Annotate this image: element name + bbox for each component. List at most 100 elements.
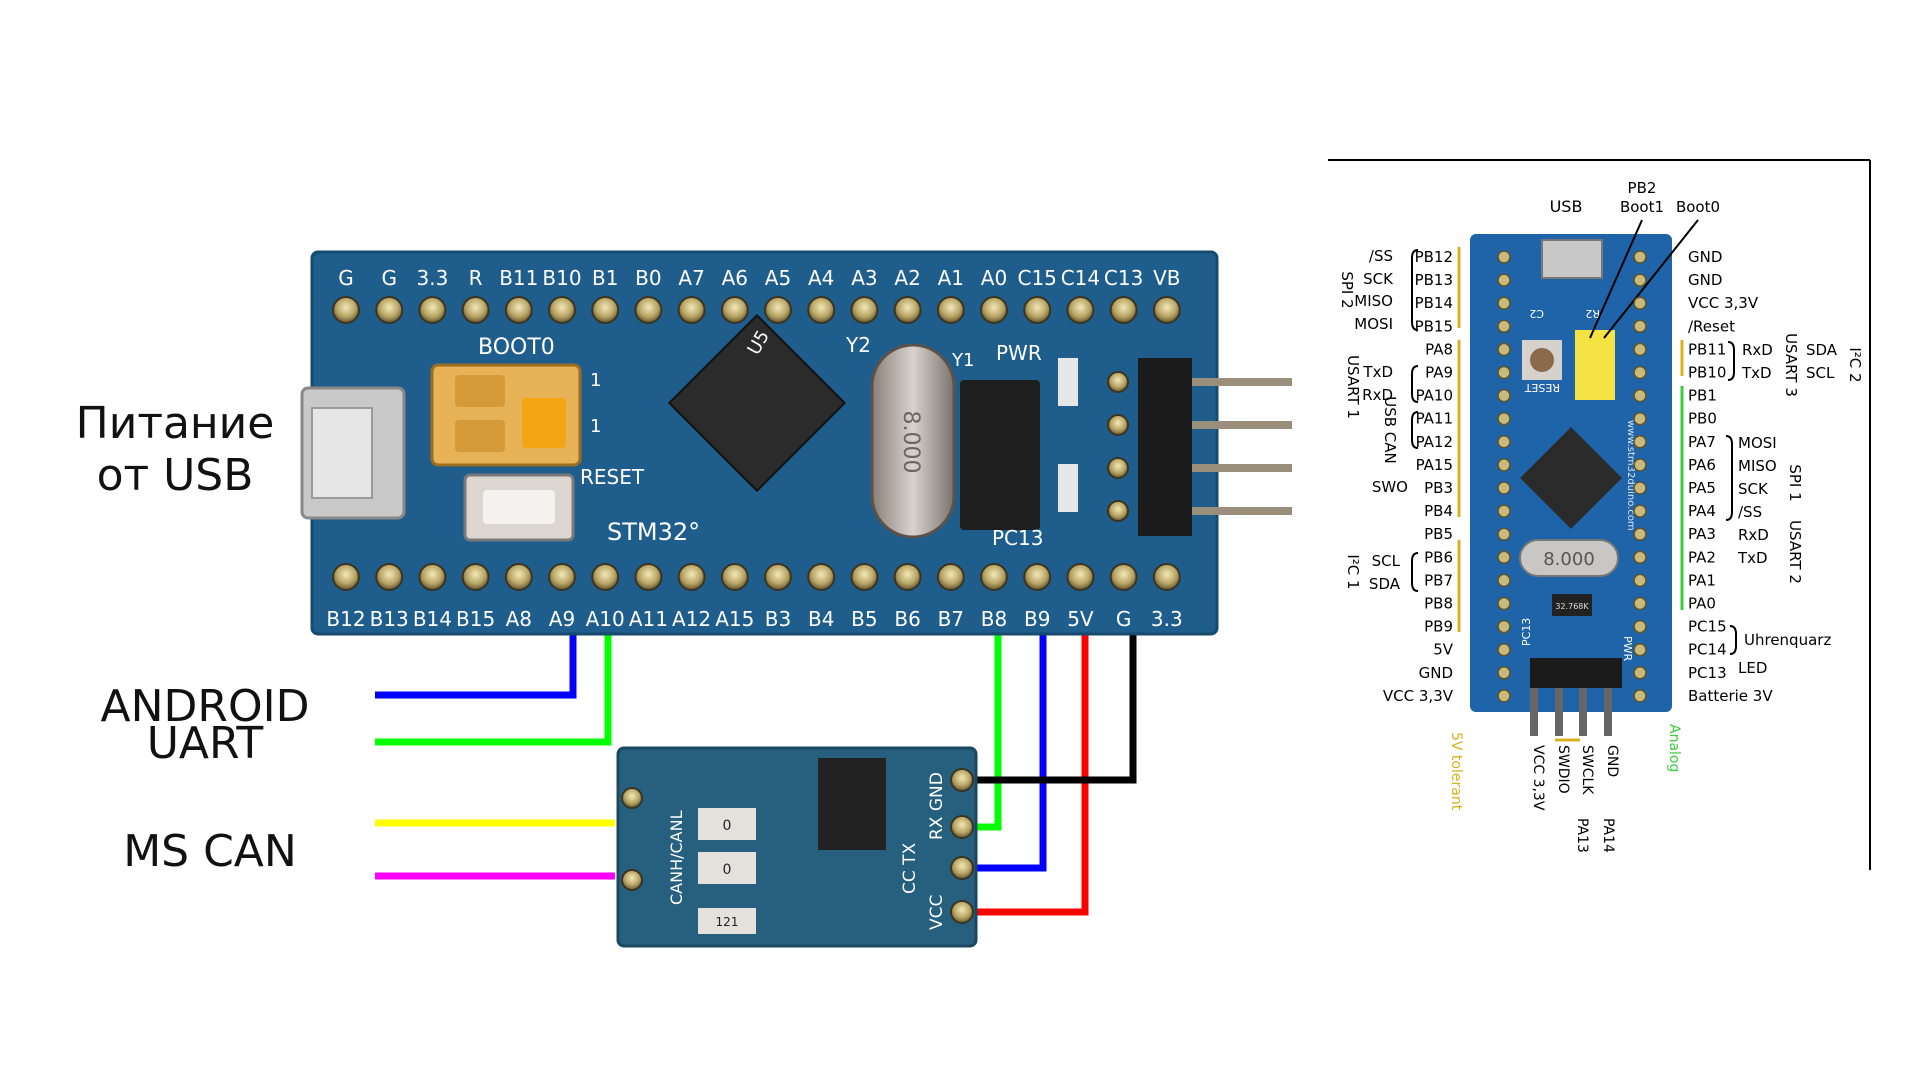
bottom-pin-hole: [1066, 563, 1095, 591]
bottom-pin-label: B9: [1024, 607, 1050, 631]
top-pin-label: VB: [1153, 266, 1180, 290]
pinout-right-pin-label: PA2: [1688, 548, 1716, 566]
jumper-mark-1a: 1: [590, 370, 601, 391]
boot-jumper-cap-a: [455, 375, 505, 407]
pinout-crystal-text: 8.000: [1543, 549, 1595, 570]
pinout-right-hole: [1633, 458, 1647, 472]
bottom-pin-label: B6: [894, 607, 920, 631]
lf-swo: SWO: [1372, 478, 1408, 496]
pinout-left-pin-label: PA10: [1416, 387, 1453, 405]
pinout-right-pin-label: PB11: [1688, 340, 1726, 358]
top-pin-label: B1: [592, 266, 618, 290]
rf-sda2: SDA: [1806, 341, 1838, 359]
reset-label: RESET: [580, 465, 645, 489]
pinout-left-hole: [1497, 388, 1511, 403]
tolerant-label: 5V tolerant: [1448, 732, 1464, 811]
pinout-left-pin-label: GND: [1419, 664, 1453, 682]
boot0-label: BOOT0: [478, 335, 555, 360]
top-pin-label: A6: [722, 266, 748, 290]
wire-b9-blue: [968, 632, 1047, 872]
rf-scl2: SCL: [1806, 364, 1835, 382]
pinout-left-pin-label: PA9: [1425, 364, 1453, 382]
pinout-right-hole: [1633, 596, 1647, 611]
pinout-right-pin-label: PC13: [1688, 664, 1727, 682]
right-function-labels: RxD TxD SDA SCL MOSI MISO SCK /SS RxD Tx…: [1737, 341, 1838, 677]
can-pin-hole: [950, 900, 974, 924]
pinout-left-pin-label: PB3: [1424, 479, 1453, 497]
can-silk-right-2: CC TX: [900, 842, 920, 894]
pinout-left-pin-label: 5V: [1433, 641, 1454, 659]
pinout-right-pin-label: PB0: [1688, 410, 1717, 428]
bottom-pin-hole: [1152, 563, 1181, 591]
boot1-pointer: [1589, 219, 1643, 339]
pinout-left-pin-label: PB6: [1424, 548, 1453, 566]
pinout-r2-text: R2: [1585, 307, 1600, 320]
pinout-usb-label: USB: [1550, 197, 1583, 216]
swd-pin-hole: [1107, 457, 1129, 479]
pinout-right-hole: [1633, 689, 1647, 703]
bottom-pin-label: A9: [549, 607, 575, 631]
pinout-left-pin-label: PB7: [1424, 571, 1453, 589]
lg-usart1: USART 1: [1344, 355, 1362, 419]
pinout-right-pin-label: PC15: [1688, 618, 1727, 636]
pinout-right-hole: [1633, 435, 1647, 449]
bracket-usbcan: [1411, 411, 1419, 449]
pinout-right-hole: [1633, 388, 1647, 403]
pinout-right-hole: [1633, 619, 1647, 634]
bottom-pin-hole: [1109, 563, 1138, 591]
pinout-right-hole: [1633, 342, 1647, 357]
power-label-line2: от USB: [96, 450, 254, 502]
rf-rxd3: RxD: [1742, 341, 1773, 359]
pinout-left-hole: [1497, 319, 1511, 334]
can-resistor-a-label: 0: [723, 818, 732, 834]
pc13-led: [1058, 464, 1078, 512]
bottom-pin-label: B15: [456, 607, 495, 631]
swd-header: [1138, 358, 1192, 536]
can-resistor-b: [698, 852, 756, 884]
top-pin-label: G: [381, 266, 397, 290]
bracket-spi2: [1411, 249, 1419, 331]
rf-miso1: MISO: [1738, 457, 1777, 475]
bottom-pin-hole: [634, 563, 663, 591]
top-pin-hole: [591, 296, 620, 324]
bottom-pin-hole: [1023, 563, 1052, 591]
can-resistor-b-label: 0: [723, 862, 732, 878]
rf-rxd2: RxD: [1738, 526, 1769, 544]
top-pin-label: A3: [851, 266, 877, 290]
swd-pins: [1107, 371, 1292, 522]
swd-pin-hole: [1107, 371, 1129, 393]
pinout-left-pin-label: PB14: [1415, 294, 1453, 312]
pinout-small-xtal: [1552, 594, 1592, 616]
lf-txd: TxD: [1362, 363, 1393, 381]
top-pin-label: G: [338, 266, 354, 290]
swd-pin-leg: [1192, 378, 1292, 386]
bottom-pin-hole: [807, 563, 836, 591]
rf-ss1: /SS: [1738, 503, 1762, 521]
bottom-pin-hole: [980, 563, 1008, 591]
pinout-right-pin-label: /Reset: [1688, 317, 1735, 335]
pinout-right-pin-label: PA4: [1688, 502, 1716, 520]
main-usb-opening: [311, 407, 373, 499]
top-pin-hole: [720, 296, 749, 324]
top-pin-label: A1: [938, 266, 964, 290]
bracket-i2c1: [1411, 552, 1419, 592]
bottom-pin-label: A10: [586, 607, 625, 631]
pinout-left-pin-label: PA8: [1425, 340, 1453, 358]
bottom-pin-label: B8: [981, 607, 1007, 631]
pinout-reset-text: RESET: [1524, 381, 1560, 394]
pinout-swd-leg: [1530, 688, 1538, 736]
can-left-pin-hole: [621, 787, 643, 809]
pinout-right-pin-label: PA0: [1688, 595, 1716, 613]
top-pin-hole: [418, 296, 447, 324]
pinout-swd-label: SWCLK: [1579, 745, 1595, 795]
rg-usart3: USART 3: [1782, 333, 1800, 397]
bottom-pin-label: B3: [765, 607, 791, 631]
top-pin-label: A5: [765, 266, 791, 290]
pinout-pb2-label: PB2: [1628, 179, 1657, 197]
pinout-left-hole: [1497, 596, 1511, 611]
chip-label: STM32°: [607, 518, 700, 546]
pinout-left-pin-label: PB13: [1415, 271, 1453, 289]
pinout-boot0-label: Boot0: [1676, 198, 1720, 216]
